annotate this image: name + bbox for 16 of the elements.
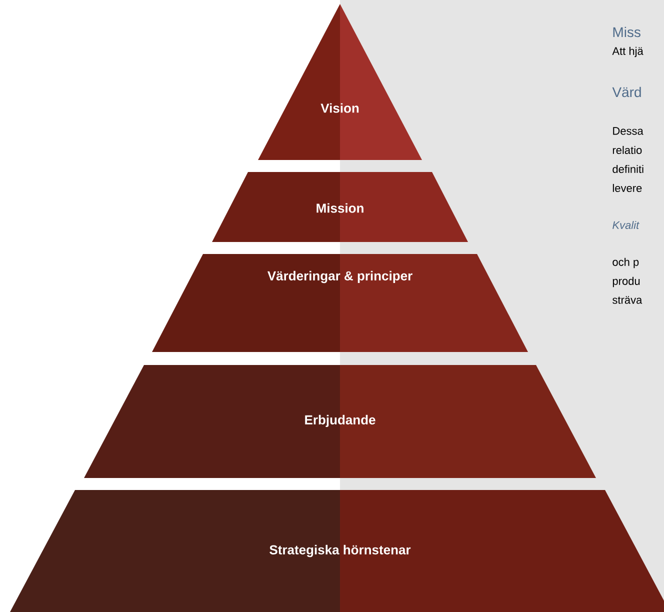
body-text: sträva [612, 296, 642, 304]
body-text: Dessa [613, 127, 644, 135]
body-text: och p [612, 258, 639, 268]
body-text: levere [612, 184, 642, 192]
body-text: relatio [612, 146, 642, 154]
pyramid-tier: Erbjudande [84, 364, 596, 478]
body-text: Att hjä [612, 46, 644, 58]
body-text: produ [612, 276, 640, 288]
pyramid-tier: Strategiska hörnstenar [10, 490, 664, 612]
subheading: Kvalit [612, 220, 640, 230]
pyramid-tier: Vision [258, 4, 422, 160]
pyramid-tier: Mission [212, 172, 468, 242]
pyramid-tier: Värderingar & principer [152, 254, 528, 352]
section-heading: Miss [613, 26, 640, 38]
body-text: definiti [612, 164, 644, 174]
section-heading: Värd [612, 86, 641, 98]
